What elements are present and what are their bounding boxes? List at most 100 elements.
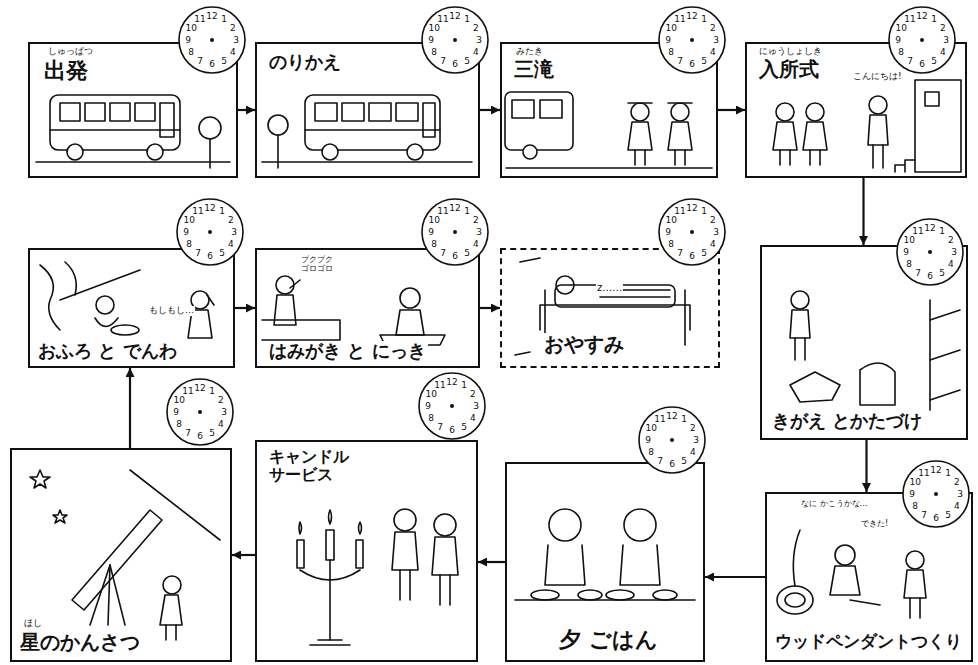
clock-numeral: 4	[710, 48, 716, 57]
clock-numeral: 10	[428, 24, 439, 33]
clock-numeral: 11	[912, 227, 923, 236]
clock-circle	[419, 373, 485, 439]
clock-numeral: 8	[428, 414, 434, 423]
clock-numeral: 12	[924, 224, 935, 233]
clock-face: 121234567891011	[657, 197, 727, 267]
clock-numeral: 2	[710, 216, 716, 225]
children-drawing	[505, 92, 712, 168]
clock-face: 121234567891011	[175, 197, 245, 267]
clock-numeral: 7	[921, 510, 927, 519]
flow-arrow	[129, 368, 131, 448]
clock-numeral: 3	[231, 228, 237, 237]
clock-numeral: 6	[452, 252, 458, 261]
changing-drawing	[790, 291, 960, 410]
clock-center	[670, 438, 674, 442]
clock-numeral: 9	[428, 36, 434, 45]
clock-numeral: 4	[690, 448, 696, 457]
clock-numeral: 9	[903, 248, 909, 257]
schedule-box: のりかえ121234567891011	[255, 42, 480, 178]
clock-circle	[422, 199, 488, 265]
clock-numeral: 6	[919, 60, 925, 69]
box-title: おふろ と でんわ	[36, 341, 179, 362]
clock-numeral: 6	[689, 60, 695, 69]
clock-numeral: 9	[425, 402, 431, 411]
box-title: 夕 ごはん	[557, 627, 660, 652]
clock-numeral: 4	[473, 240, 479, 249]
clock-numeral: 2	[948, 236, 954, 245]
clock-numeral: 2	[710, 24, 716, 33]
clock-numeral: 8	[912, 502, 918, 511]
bus-drawing	[262, 95, 472, 168]
clock-numeral: 11	[674, 15, 685, 24]
clock-numeral: 8	[188, 48, 194, 57]
schedule-box: きがえ とかたづけ121234567891011	[760, 245, 968, 440]
speech-text: z……	[596, 282, 623, 293]
clock-numeral: 9	[185, 36, 191, 45]
clock-numeral: 8	[668, 240, 674, 249]
box-title: 三滝	[512, 58, 556, 81]
schedule-box: キャンドル サービス121234567891011	[255, 440, 478, 662]
clock-numeral: 4	[940, 48, 946, 57]
clock-numeral: 4	[470, 414, 476, 423]
clock-numeral: 8	[431, 240, 437, 249]
clock-numeral: 5	[219, 248, 225, 257]
furigana: ほし	[22, 618, 44, 628]
box-title: はみがき と にっき	[267, 341, 428, 362]
clock-numeral: 9	[183, 228, 189, 237]
clock-numeral: 10	[645, 424, 656, 433]
clock-center	[690, 230, 694, 234]
speech-text: なに かこうかな…	[800, 500, 869, 509]
clock-numeral: 5	[931, 56, 937, 65]
clock-numeral: 10	[909, 478, 920, 487]
clock-numeral: 3	[693, 436, 699, 445]
flow-arrow	[718, 109, 745, 111]
clock-numeral: 11	[434, 381, 445, 390]
speech-text: こんにちは!	[852, 72, 903, 82]
clock-numeral: 5	[461, 422, 467, 431]
clock-center	[453, 230, 457, 234]
clock-center	[208, 230, 212, 234]
clock-numeral: 11	[437, 15, 448, 24]
clock-center	[690, 38, 694, 42]
clock-numeral: 2	[228, 216, 234, 225]
clock-numeral: 7	[437, 422, 443, 431]
clock-numeral: 2	[470, 390, 476, 399]
clock-numeral: 1	[461, 381, 467, 390]
clock-center	[210, 38, 214, 42]
clock-numeral: 11	[674, 207, 685, 216]
furigana: みたき	[514, 46, 545, 56]
clock-numeral: 1	[945, 469, 951, 478]
clock-numeral: 6	[449, 426, 455, 435]
clock-circle	[897, 219, 963, 285]
clock-numeral: 3	[476, 228, 482, 237]
clock-numeral: 3	[943, 36, 949, 45]
clock-numeral: 6	[927, 272, 933, 281]
schedule-box: おやすみ121234567891011	[500, 248, 720, 368]
clock-numeral: 8	[431, 48, 437, 57]
clock-numeral: 4	[218, 420, 224, 429]
clock-center	[920, 38, 924, 42]
box-title: 入所式	[757, 58, 821, 81]
clock-numeral: 10	[185, 24, 196, 33]
clock-face: 121234567891011	[417, 371, 487, 441]
clock-numeral: 10	[173, 396, 184, 405]
clock-numeral: 10	[428, 216, 439, 225]
clock-numeral: 9	[645, 436, 651, 445]
clock-numeral: 12	[449, 204, 460, 213]
flow-arrow	[705, 576, 765, 578]
clock-numeral: 7	[185, 428, 191, 437]
bus-drawing	[36, 95, 230, 168]
box-title: おやすみ	[542, 333, 626, 356]
clock-face: 121234567891011	[887, 5, 957, 75]
clock-numeral: 5	[209, 428, 215, 437]
clock-numeral: 5	[221, 56, 227, 65]
clock-numeral: 2	[230, 24, 236, 33]
schedule-box: しゅっぱつ出発121234567891011	[28, 42, 238, 178]
clock-numeral: 3	[476, 36, 482, 45]
clock-numeral: 8	[186, 240, 192, 249]
clock-face: 121234567891011	[165, 377, 235, 447]
clock-numeral: 11	[437, 207, 448, 216]
